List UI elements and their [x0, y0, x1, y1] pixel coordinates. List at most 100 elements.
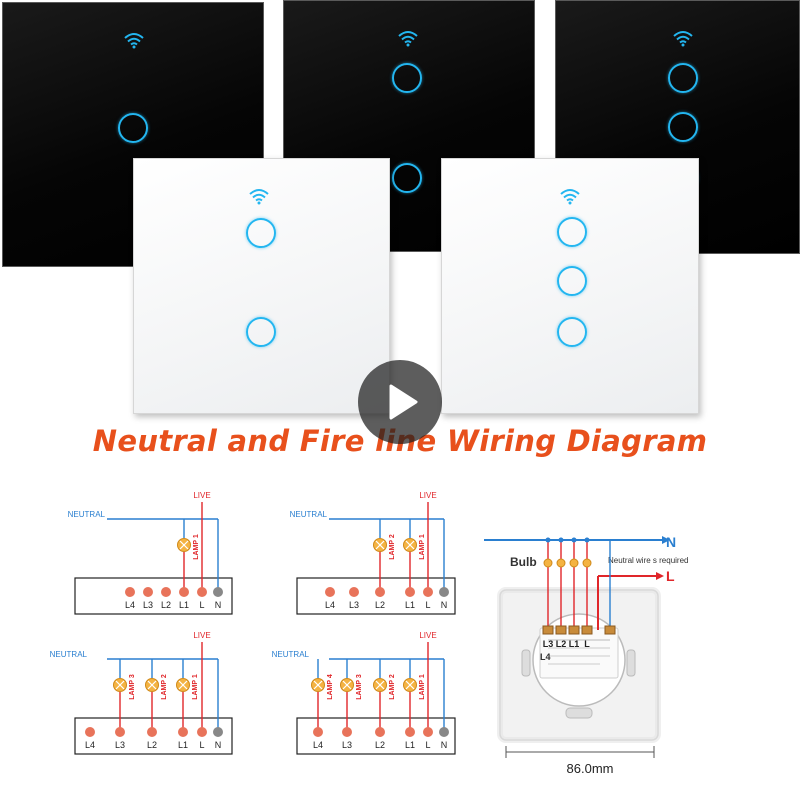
terminal-label: L3	[342, 740, 352, 750]
live-label: LIVE	[419, 631, 436, 640]
terminal-label: L	[199, 600, 204, 610]
wifi-icon	[249, 189, 269, 205]
terminal-label: L	[425, 600, 430, 610]
touch-button-ring	[392, 163, 422, 193]
white-switch-panel-2	[441, 158, 699, 414]
terminal-label: L	[199, 740, 204, 750]
terminal-dot	[161, 587, 171, 597]
terminal-dot	[213, 587, 223, 597]
terminal-dot	[439, 727, 449, 737]
white-switch-panel-1	[133, 158, 390, 414]
touch-button-ring	[246, 317, 276, 347]
device-terminal-label: L3	[543, 639, 554, 649]
lamp-label: LAMP 3	[129, 674, 136, 700]
device-terminal-screw	[568, 625, 580, 635]
bulb-icon	[556, 558, 566, 568]
touch-button-ring	[118, 113, 148, 143]
live-label: LIVE	[419, 491, 436, 500]
junction-dot	[558, 537, 564, 543]
terminal-label: L4	[125, 600, 135, 610]
terminal-label: L1	[405, 600, 415, 610]
lamp-label: LAMP 1	[419, 674, 426, 700]
terminal-dot	[197, 727, 207, 737]
lamp-label: LAMP 2	[389, 534, 396, 560]
terminal-label: L4	[325, 600, 335, 610]
bulb-icon	[569, 558, 579, 568]
terminal-label: L4	[313, 740, 323, 750]
lamp-label: LAMP 1	[193, 534, 200, 560]
device-terminal-screw	[581, 625, 593, 635]
touch-button-ring	[557, 217, 587, 247]
terminal-label: L2	[375, 740, 385, 750]
play-icon	[389, 384, 418, 420]
wifi-icon	[124, 33, 144, 49]
terminal-label: L3	[349, 600, 359, 610]
terminal-dot	[342, 727, 352, 737]
lamp-label: LAMP 4	[327, 674, 334, 700]
lamp-label: LAMP 2	[161, 674, 168, 700]
terminal-dot	[405, 727, 415, 737]
terminal-label: L1	[178, 740, 188, 750]
terminal-dot	[85, 727, 95, 737]
terminal-label: N	[215, 600, 222, 610]
bulb-label: Bulb	[510, 555, 537, 569]
device-terminal-screw	[604, 625, 616, 635]
terminal-dot	[423, 587, 433, 597]
wiring-diagram-1: NEUTRAL LIVE LAMP 1 L4 L3 L2 L1 L N	[68, 491, 233, 615]
junction-dot	[584, 537, 590, 543]
terminal-dot	[143, 587, 153, 597]
touch-button-ring	[392, 63, 422, 93]
neutral-label: NEUTRAL	[272, 650, 310, 659]
device-terminal-label: L2	[556, 639, 567, 649]
touch-button-ring	[668, 112, 698, 142]
junction-dot	[571, 537, 577, 543]
terminal-label: N	[441, 740, 448, 750]
terminal-dot	[213, 727, 223, 737]
neutral-label: NEUTRAL	[68, 510, 106, 519]
terminal-dot	[405, 587, 415, 597]
wifi-icon	[673, 31, 693, 47]
device-terminal-label: L	[584, 639, 590, 649]
touch-button-ring	[557, 266, 587, 296]
neutral-label: NEUTRAL	[50, 650, 88, 659]
touch-button-ring	[668, 63, 698, 93]
terminal-dot	[115, 727, 125, 737]
terminal-label: L3	[115, 740, 125, 750]
terminal-label: L1	[405, 740, 415, 750]
terminal-dot	[423, 727, 433, 737]
video-play-button[interactable]	[358, 360, 442, 444]
device-terminal-label: L1	[569, 639, 580, 649]
neutral-label: NEUTRAL	[290, 510, 328, 519]
wifi-icon	[398, 31, 418, 47]
terminal-label: L3	[143, 600, 153, 610]
wifi-icon	[560, 189, 580, 205]
neutral-n-label: N	[666, 534, 676, 550]
bulb-icon	[543, 558, 553, 568]
terminal-dot	[349, 587, 359, 597]
device-terminal-screw	[555, 625, 567, 635]
live-label: LIVE	[193, 491, 210, 500]
terminal-dot	[375, 587, 385, 597]
terminal-label: N	[215, 740, 222, 750]
terminal-dot	[147, 727, 157, 737]
terminal-dot	[125, 587, 135, 597]
terminal-dot	[325, 587, 335, 597]
touch-button-ring	[246, 218, 276, 248]
touch-button-ring	[557, 317, 587, 347]
neutral-note-label: Neutral wire s required	[608, 556, 688, 565]
terminal-block	[74, 577, 233, 615]
terminal-label: L2	[161, 600, 171, 610]
lamp-label: LAMP 2	[389, 674, 396, 700]
terminal-label: L	[425, 740, 430, 750]
live-label: LIVE	[193, 631, 210, 640]
dimension-label: 86.0mm	[566, 761, 614, 776]
terminal-dot	[439, 587, 449, 597]
terminal-label: L4	[85, 740, 95, 750]
terminal-label: L1	[179, 600, 189, 610]
lamp-label: LAMP 1	[192, 674, 199, 700]
